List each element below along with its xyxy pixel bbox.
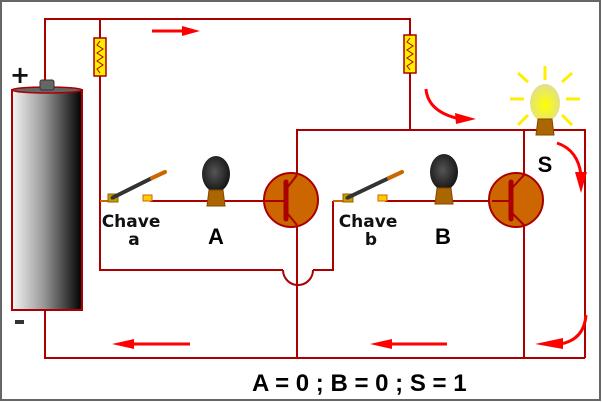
- switch-a-label-line1: Chave: [102, 212, 161, 232]
- transistor-1: [263, 172, 319, 228]
- lamp-b: [430, 154, 458, 205]
- battery-positive-label: +: [10, 61, 30, 89]
- lamp-s: [510, 66, 580, 136]
- arrow-curved-left-icon: [535, 314, 588, 349]
- battery: [11, 79, 83, 311]
- lamp-a-label: A: [208, 224, 224, 249]
- svg-text:Chave a: Chave a: [102, 212, 167, 250]
- arrow-left-icon: [112, 339, 190, 349]
- switch-b-label-line2: b: [365, 230, 377, 250]
- lamp-b-label: B: [435, 224, 451, 249]
- truth-table-line: A = 0 ; B = 0 ; S = 1: [252, 370, 467, 397]
- lamp-a: [202, 156, 230, 207]
- arrow-right-icon: [152, 26, 200, 36]
- arrow-left-icon: [370, 339, 447, 349]
- current-arrows: [112, 26, 588, 349]
- arrow-curved-right-icon: [424, 88, 476, 124]
- resistor-1: [93, 37, 107, 77]
- switch-a[interactable]: [107, 170, 167, 203]
- resistor-2: [403, 34, 417, 74]
- svg-text:Chave b: Chave b: [339, 212, 404, 250]
- switch-b-label-line1: Chave: [339, 212, 398, 232]
- battery-negative-label: [15, 320, 24, 324]
- transistor-2: [488, 172, 544, 228]
- lamp-s-label: S: [538, 152, 553, 177]
- switch-a-label-line2: a: [128, 230, 139, 250]
- switch-b[interactable]: [342, 170, 404, 203]
- arrow-curved-down-icon: [556, 141, 587, 193]
